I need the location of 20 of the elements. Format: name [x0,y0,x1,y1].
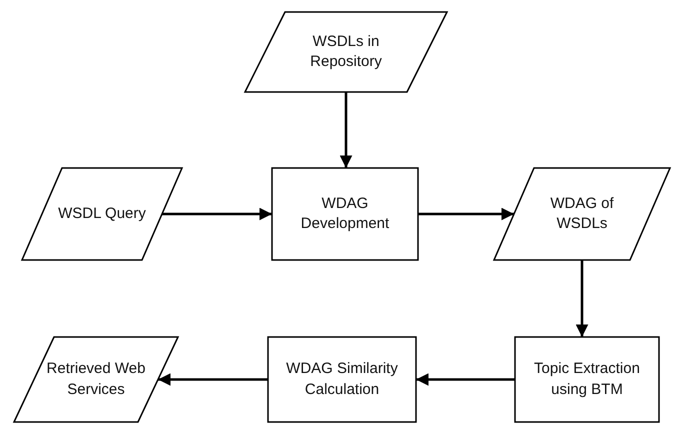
node-label: WDAG of WSDLs [549,194,615,234]
node-label: WDAG Development [300,194,390,234]
arrow [416,373,515,386]
node-label: Topic Extraction using BTM [533,359,641,400]
process-box [272,168,418,260]
data-parallelogram [22,168,182,260]
process-box [515,337,659,422]
node-label: WSDLs in Repository [309,32,383,72]
arrow [576,260,588,337]
node-label: Retrieved Web Services [46,359,146,400]
data-parallelogram [14,337,178,422]
arrow [162,208,272,220]
process-box [268,337,416,422]
node-label: WDAG Similarity Calculation [285,359,399,400]
arrow [340,92,352,168]
arrow [418,208,514,220]
arrow [158,373,268,386]
data-parallelogram [245,12,447,92]
data-parallelogram [494,168,670,260]
node-label: WSDL Query [58,204,146,224]
